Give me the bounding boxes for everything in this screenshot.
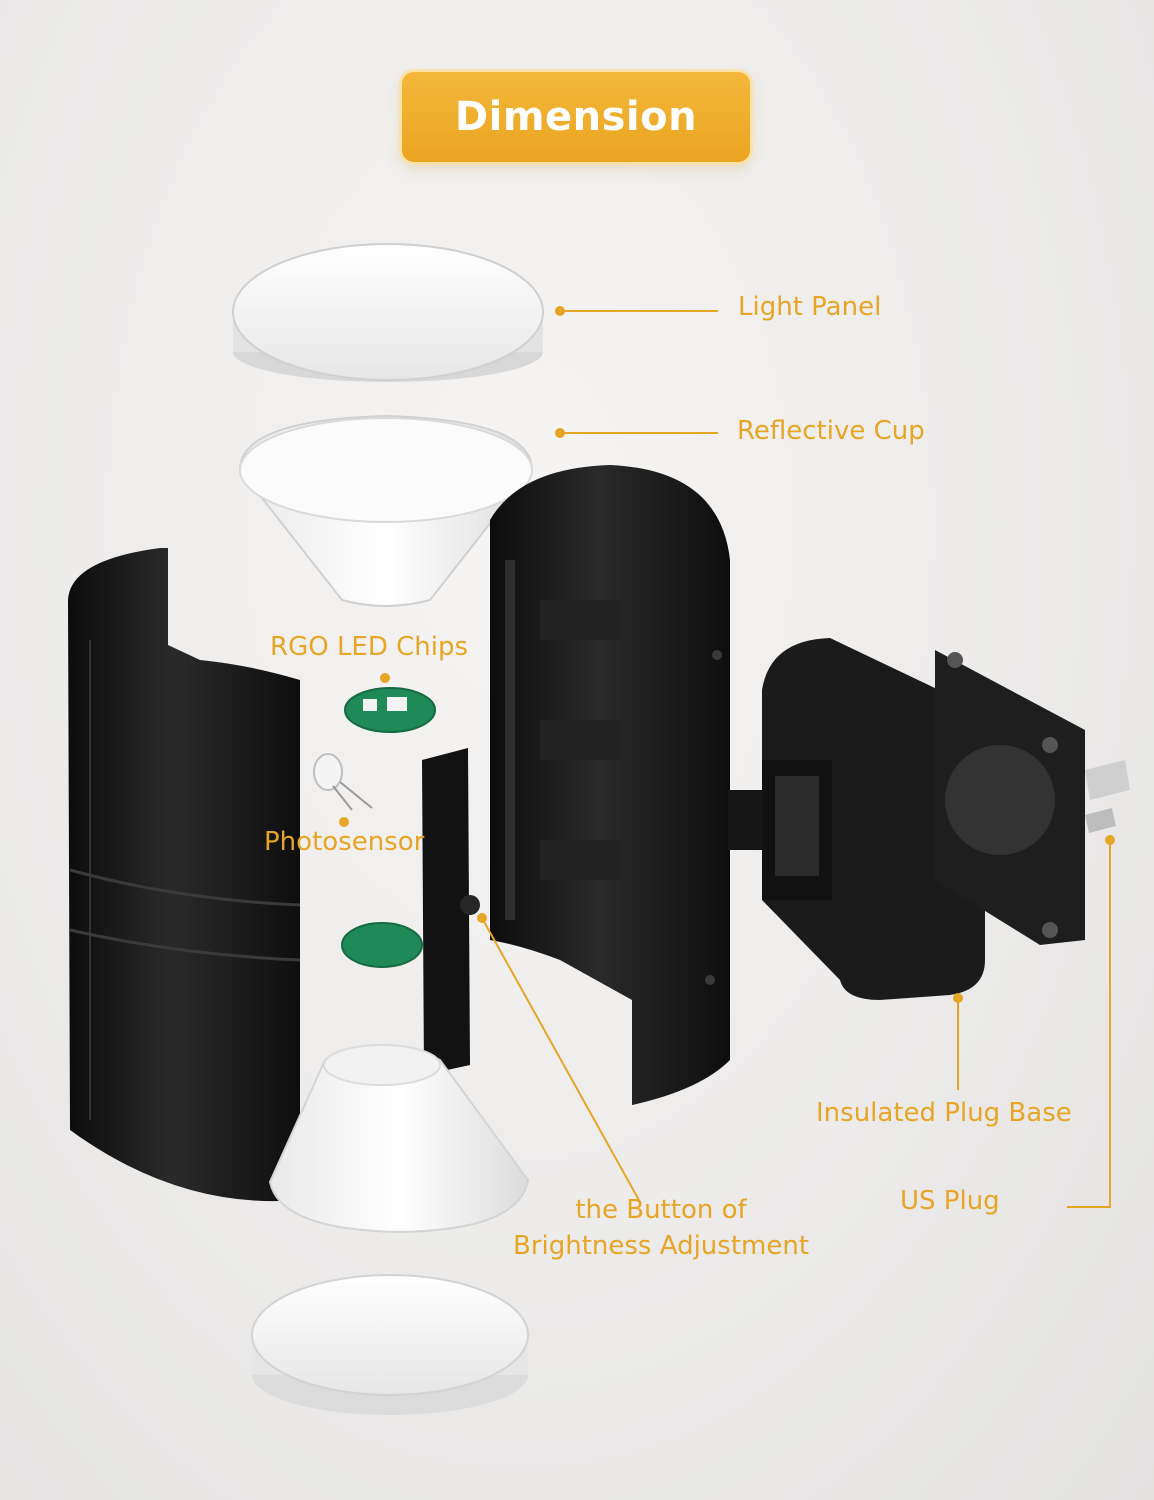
callout-dots xyxy=(339,306,1115,1003)
label-brightness-button: the Button of Brightness Adjustment xyxy=(498,1192,824,1264)
led-chips-part xyxy=(344,687,436,733)
left-shell-part xyxy=(68,548,301,1202)
plug-base-part xyxy=(728,638,1085,1000)
label-light-panel: Light Panel xyxy=(738,292,882,322)
light-panel-part xyxy=(232,243,544,382)
us-plug-part xyxy=(1085,760,1130,833)
page-title: Dimension xyxy=(454,94,698,140)
label-us-plug: US Plug xyxy=(900,1186,1000,1216)
lower-cup-part xyxy=(268,1044,530,1234)
lower-pcb-part xyxy=(341,922,423,968)
label-reflective-cup: Reflective Cup xyxy=(737,416,925,446)
photosensor-part xyxy=(313,753,373,811)
bottom-disc-part xyxy=(251,1274,529,1415)
callout-lines xyxy=(481,310,1111,1208)
label-brightness-line2: Brightness Adjustment xyxy=(512,1231,810,1261)
title-badge: Dimension xyxy=(402,72,750,162)
label-brightness-line1: the Button of xyxy=(575,1195,747,1225)
right-shell-part xyxy=(490,465,730,1105)
reflective-cup-part xyxy=(238,414,534,607)
label-photosensor: Photosensor xyxy=(264,827,425,857)
label-led-chips: RGO LED Chips xyxy=(270,632,469,662)
brightness-button-part xyxy=(422,748,480,1075)
label-plug-base: Insulated Plug Base xyxy=(816,1098,1072,1128)
